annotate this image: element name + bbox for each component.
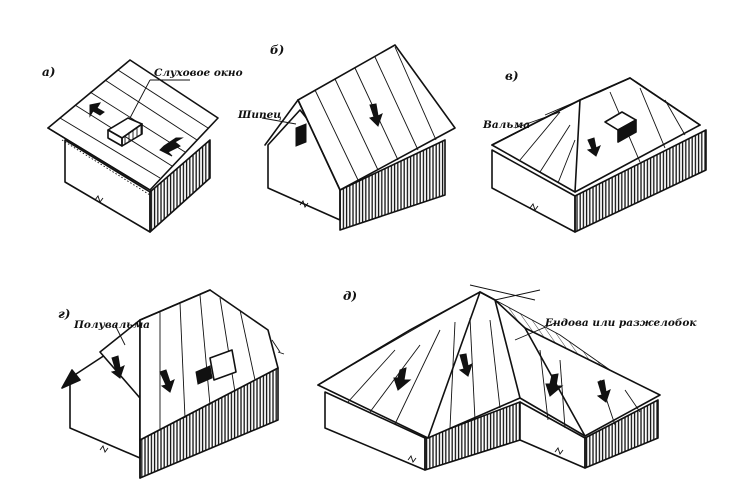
figure-d-caption: Полувальма [73,319,150,331]
figure-c-letter: в) [505,69,519,83]
figure-e-letter: д) [343,289,357,303]
figure-d-letter: г) [58,307,70,321]
figure-a-letter: а) [42,65,55,79]
figure-b-gable-roof [261,44,456,231]
figure-e-valley-roof [317,284,661,471]
figure-e-caption: Ендова или разжелобок [544,317,697,329]
figure-a-gable-roof-with-dormer [47,59,219,233]
figure-c-caption: Вальма [482,119,530,131]
figure-b-letter: б) [270,43,284,57]
figure-b-caption: Шипец [237,109,282,121]
figure-c-hip-roof [491,77,707,233]
figure-a-caption: Слуховое окно [154,67,243,79]
figure-d-half-hip-roof [61,289,285,479]
